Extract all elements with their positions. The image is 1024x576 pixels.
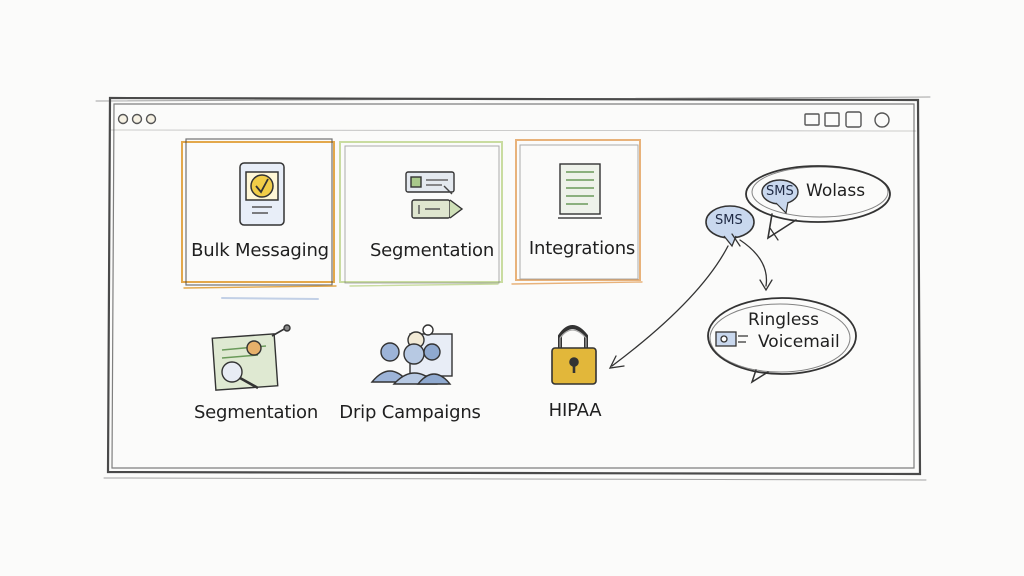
window-controls[interactable] [804, 111, 890, 128]
padlock-icon [551, 325, 597, 385]
tags-icon [405, 171, 464, 219]
phone-check-icon [239, 162, 285, 226]
close-icon [874, 112, 890, 128]
window-frame [95, 96, 931, 481]
people-icon [370, 324, 453, 385]
voicemail-icon [715, 331, 748, 347]
minimize-icon [804, 113, 820, 126]
magnifier-card-icon [211, 324, 291, 391]
card-label-segmentation: Segmentation [369, 240, 495, 261]
bubble-whatsapp[interactable] [745, 165, 891, 241]
card-bulk-messaging[interactable] [181, 138, 337, 300]
bubble-sms-small-text: SMS [715, 213, 743, 228]
bubble-sms-inner-text: SMS [766, 184, 794, 199]
card-label-integrations: Integrations [528, 238, 636, 259]
maximize-icon [845, 111, 862, 128]
bubble-sms-small[interactable] [705, 205, 755, 248]
window-dots[interactable] [117, 113, 157, 125]
feature-label-hipaa: HIPAA [548, 400, 602, 421]
feature-label-segmentation: Segmentation [193, 402, 319, 423]
bubble-voicemail-line1: Ringless [748, 310, 819, 330]
connector-arrows [608, 233, 773, 369]
feature-label-drip-campaigns: Drip Campaigns [339, 402, 481, 423]
bubble-whatsapp-text: Wolass [806, 181, 866, 201]
card-label-bulk-messaging: Bulk Messaging [191, 240, 329, 261]
document-list-icon [558, 163, 602, 219]
card-segmentation[interactable] [339, 141, 503, 287]
window-dot-2 [131, 113, 143, 125]
window-dot-1 [117, 113, 129, 125]
card-integrations[interactable] [511, 139, 643, 285]
bubble-voicemail-line2: Voicemail [758, 332, 840, 352]
bubble-sms-inner[interactable] [761, 179, 799, 215]
window-dot-3 [145, 113, 157, 125]
bubble-ringless-voicemail[interactable] [707, 297, 857, 384]
restore-icon [824, 112, 840, 127]
